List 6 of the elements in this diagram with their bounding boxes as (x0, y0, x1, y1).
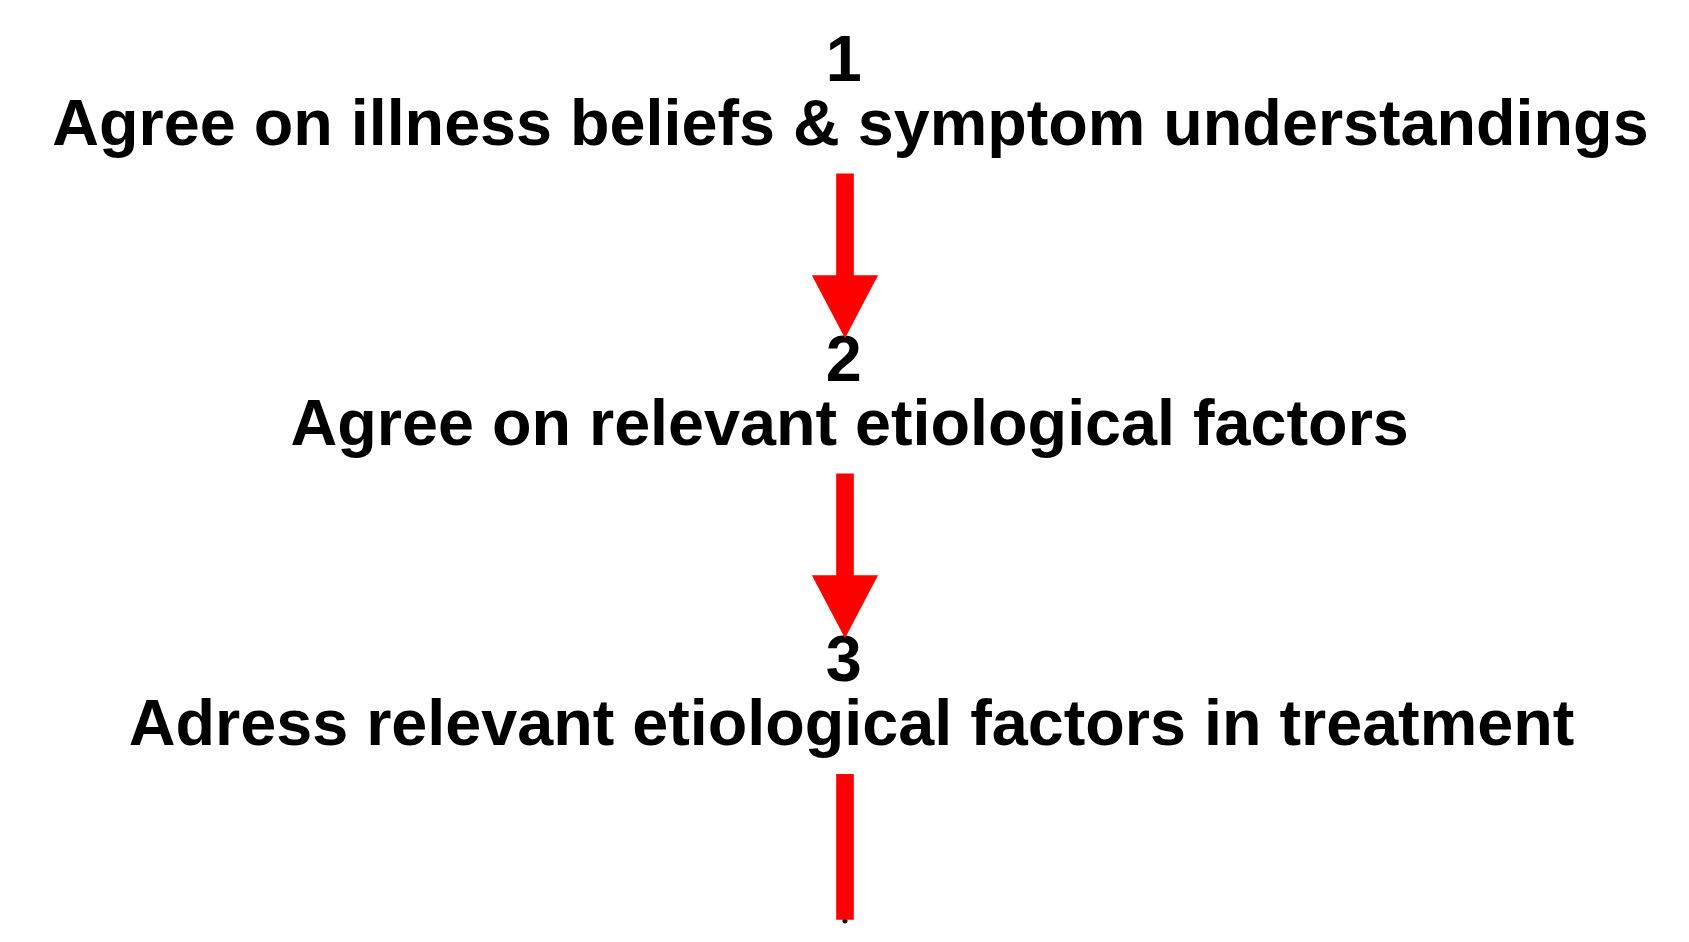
arrow (811, 473, 878, 639)
node-text: 2 Agree on relevant etiological factors (290, 321, 1409, 460)
connector (835, 774, 854, 920)
node-text: 1 Agree on illness beliefs & symptom understandings (51, 21, 1649, 160)
arrow (811, 173, 878, 339)
node-text: 3 Adress relevant etiological factors in treatment (128, 621, 1574, 760)
